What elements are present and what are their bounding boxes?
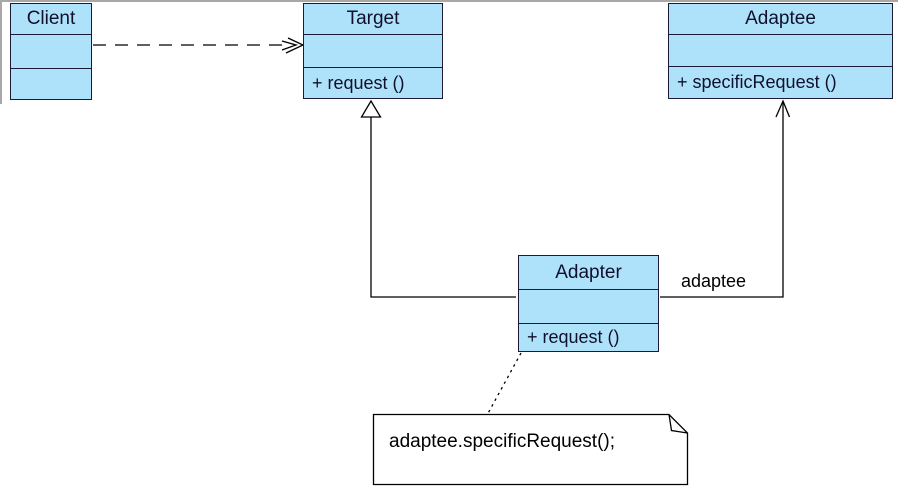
association-role-label: adaptee [681, 271, 747, 291]
note-text: adaptee.specificRequest(); [389, 431, 616, 452]
open-arrowhead-icon [775, 99, 791, 118]
generalization-connector-adapter-target [360, 99, 516, 298]
class-box-target: Target + request () [303, 3, 443, 99]
note-fold-icon [668, 414, 688, 434]
class-box-adapter: Adapter + request () [518, 255, 659, 352]
note-anchor-line [485, 352, 522, 418]
class-name-adaptee: Adaptee [745, 8, 816, 29]
attributes-compartment [519, 289, 658, 323]
class-box-adaptee: Adaptee + specificRequest () [668, 3, 893, 99]
class-name-client: Client [26, 8, 76, 29]
uml-note-shape [372, 413, 689, 486]
class-box-client: Client [10, 3, 92, 100]
dependency-arrow-client-target [93, 37, 305, 54]
class-name-adapter: Adapter [555, 261, 622, 283]
top-edge-line [0, 0, 898, 2]
left-edge-line [0, 0, 2, 104]
method-target-request: + request () [304, 67, 442, 98]
attributes-compartment [11, 34, 91, 68]
class-name-target: Target [346, 8, 400, 29]
attributes-compartment [669, 34, 892, 66]
methods-compartment [11, 68, 91, 99]
method-adaptee-specificrequest: + specificRequest () [669, 66, 892, 98]
attributes-compartment [304, 34, 442, 67]
hollow-triangle-arrowhead-icon [360, 99, 382, 118]
method-adapter-request: + request () [519, 323, 658, 351]
association-connector-adapter-adaptee [660, 99, 791, 298]
